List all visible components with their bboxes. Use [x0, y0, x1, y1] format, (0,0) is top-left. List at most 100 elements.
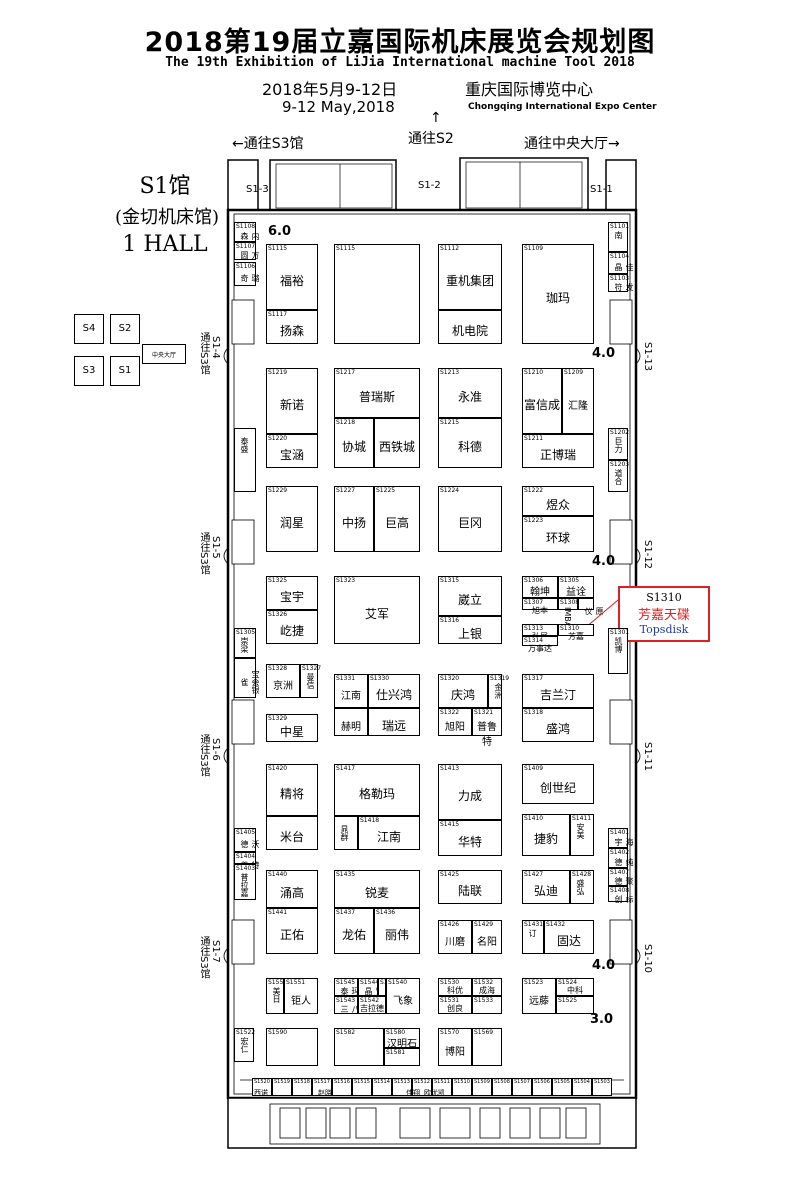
booth[interactable]: 机电院 — [438, 310, 502, 344]
booth[interactable]: 原仪 — [578, 598, 604, 615]
booth[interactable]: S1313弘展 — [522, 624, 558, 641]
bottom-booth[interactable]: S1509 — [472, 1078, 492, 1096]
bottom-booth[interactable]: S1512 — [412, 1078, 432, 1096]
booth[interactable]: S1404特盖 — [234, 852, 260, 869]
bottom-booth[interactable]: S1508 — [492, 1078, 512, 1096]
bottom-booth[interactable]: S1513 — [392, 1078, 412, 1096]
bottom-booth[interactable]: S1510 — [452, 1078, 472, 1096]
booth[interactable]: 赫明 — [334, 708, 368, 736]
bottom-booth[interactable]: S1515 — [352, 1078, 372, 1096]
booth[interactable]: 宝会银雀 — [234, 658, 260, 698]
booth[interactable]: 米台 — [266, 816, 318, 850]
booth[interactable]: 瑞远 — [368, 708, 420, 736]
bottom-booth[interactable]: S1517 — [312, 1078, 332, 1096]
bottom-booth[interactable]: S1507 — [512, 1078, 532, 1096]
booth[interactable]: S1541 — [378, 978, 399, 996]
bottom-booth[interactable]: S1506 — [532, 1078, 552, 1096]
booth[interactable]: 泰盛 — [234, 428, 256, 492]
booth[interactable]: S1545奥玛泰 — [334, 978, 371, 996]
booth[interactable]: S1580汉明石画 — [384, 1028, 420, 1065]
bottom-booth[interactable]: S1516 — [332, 1078, 352, 1096]
booth[interactable]: S1582 — [334, 1028, 384, 1066]
booth[interactable]: 西铁城 — [374, 418, 420, 468]
bottom-booth[interactable]: S1518 — [292, 1078, 312, 1096]
booth[interactable]: S1569 — [472, 1028, 502, 1066]
bottom-booth[interactable]: S1511 — [432, 1078, 452, 1096]
booth[interactable]: S1544雪晶 — [358, 978, 384, 996]
booth[interactable]: S1581 — [384, 1048, 420, 1066]
bottom-booth[interactable]: S1520 — [252, 1078, 272, 1096]
